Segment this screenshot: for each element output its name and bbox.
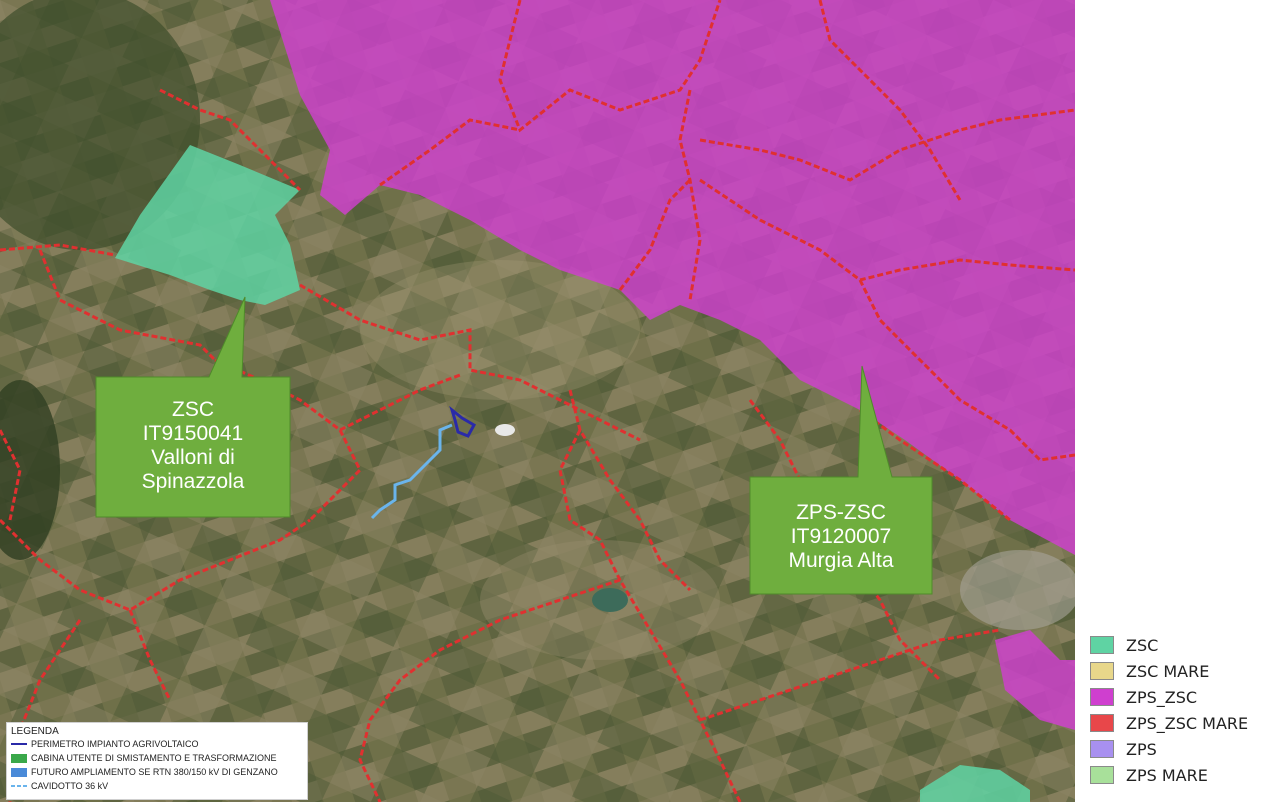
color-swatch-icon	[1090, 636, 1114, 654]
zps-callout-line: ZPS-ZSC	[796, 501, 886, 524]
layer-legend-label: ZPS	[1126, 739, 1157, 759]
terrain-patch	[360, 260, 640, 400]
zsc-callout-line: Spinazzola	[141, 470, 245, 493]
legend-title: LEGENDA	[11, 726, 59, 737]
map-canvas	[0, 0, 1075, 802]
cabina-utente	[495, 424, 515, 436]
wooded-area	[0, 380, 60, 560]
zps-zsc-area-small	[995, 630, 1075, 730]
layer-legend-item: ZSC	[1090, 632, 1268, 658]
legend-item-label: CAVIDOTTO 36 kV	[31, 780, 109, 791]
legend-item: CAVIDOTTO 36 kV	[11, 779, 303, 793]
zsc-callout-label: ZSC IT9150041 Valloni di Spinazzola	[96, 398, 290, 494]
water-basin	[592, 588, 628, 612]
layer-legend-label: ZPS MARE	[1126, 765, 1208, 785]
layer-legend-item: ZPS_ZSC	[1090, 684, 1268, 710]
legend-item: PERIMETRO IMPIANTO AGRIVOLTAICO	[11, 737, 303, 751]
municipal-boundaries	[0, 0, 1075, 802]
layer-legend-item: ZPS_ZSC MARE	[1090, 710, 1268, 736]
zps-callout-line: Murgia Alta	[788, 549, 894, 572]
cavidotto-line	[370, 423, 453, 520]
zsc-callout-line: IT9150041	[142, 422, 244, 445]
map-legend: LEGENDA PERIMETRO IMPIANTO AGRIVOLTAICO …	[6, 722, 308, 800]
dash-symbol-icon	[11, 785, 27, 787]
zsc-area	[115, 145, 300, 305]
zsc-callout-line: Valloni di	[151, 446, 235, 469]
legend-item-label: PERIMETRO IMPIANTO AGRIVOLTAICO	[31, 738, 199, 749]
color-swatch-icon	[1090, 714, 1114, 732]
color-swatch-icon	[1090, 688, 1114, 706]
zps-callout-line: IT9120007	[790, 525, 892, 548]
layer-legend-item: ZPS MARE	[1090, 762, 1268, 788]
layer-legend-label: ZSC	[1126, 635, 1159, 655]
legend-item-label: CABINA UTENTE DI SMISTAMENTO E TRASFORMA…	[31, 752, 277, 763]
legend-item: FUTURO AMPLIAMENTO SE RTN 380/150 kV DI …	[11, 765, 303, 779]
zsc-callout-line: ZSC	[172, 398, 214, 421]
fill-symbol-icon	[11, 753, 27, 763]
layer-legend-label: ZPS_ZSC	[1126, 687, 1198, 707]
layer-legend-label: ZSC MARE	[1126, 661, 1210, 681]
color-swatch-icon	[1090, 662, 1114, 680]
layer-legend: ZSC ZSC MARE ZPS_ZSC ZPS_ZSC MARE ZPS ZP…	[1090, 632, 1268, 788]
zsc-area-small	[920, 765, 1030, 802]
color-swatch-icon	[1090, 740, 1114, 758]
zps-callout-shape	[749, 365, 933, 595]
satellite-map[interactable]: ZSC IT9150041 Valloni di Spinazzola ZPS-…	[0, 0, 1075, 802]
perimetro-impianto	[449, 405, 477, 438]
legend-item-label: FUTURO AMPLIAMENTO SE RTN 380/150 kV DI …	[31, 766, 278, 777]
layer-legend-item: ZPS	[1090, 736, 1268, 762]
wooded-area	[0, 0, 200, 250]
line-symbol-icon	[11, 743, 27, 745]
legend-item: CABINA UTENTE DI SMISTAMENTO E TRASFORMA…	[11, 751, 303, 765]
zsc-callout-shape	[95, 296, 291, 518]
layer-legend-item: ZSC MARE	[1090, 658, 1268, 684]
layer-legend-label: ZPS_ZSC MARE	[1126, 713, 1249, 733]
urban-area	[960, 550, 1075, 630]
zps-callout-label: ZPS-ZSC IT9120007 Murgia Alta	[750, 501, 932, 573]
fill-symbol-icon	[11, 767, 27, 777]
color-swatch-icon	[1090, 766, 1114, 784]
